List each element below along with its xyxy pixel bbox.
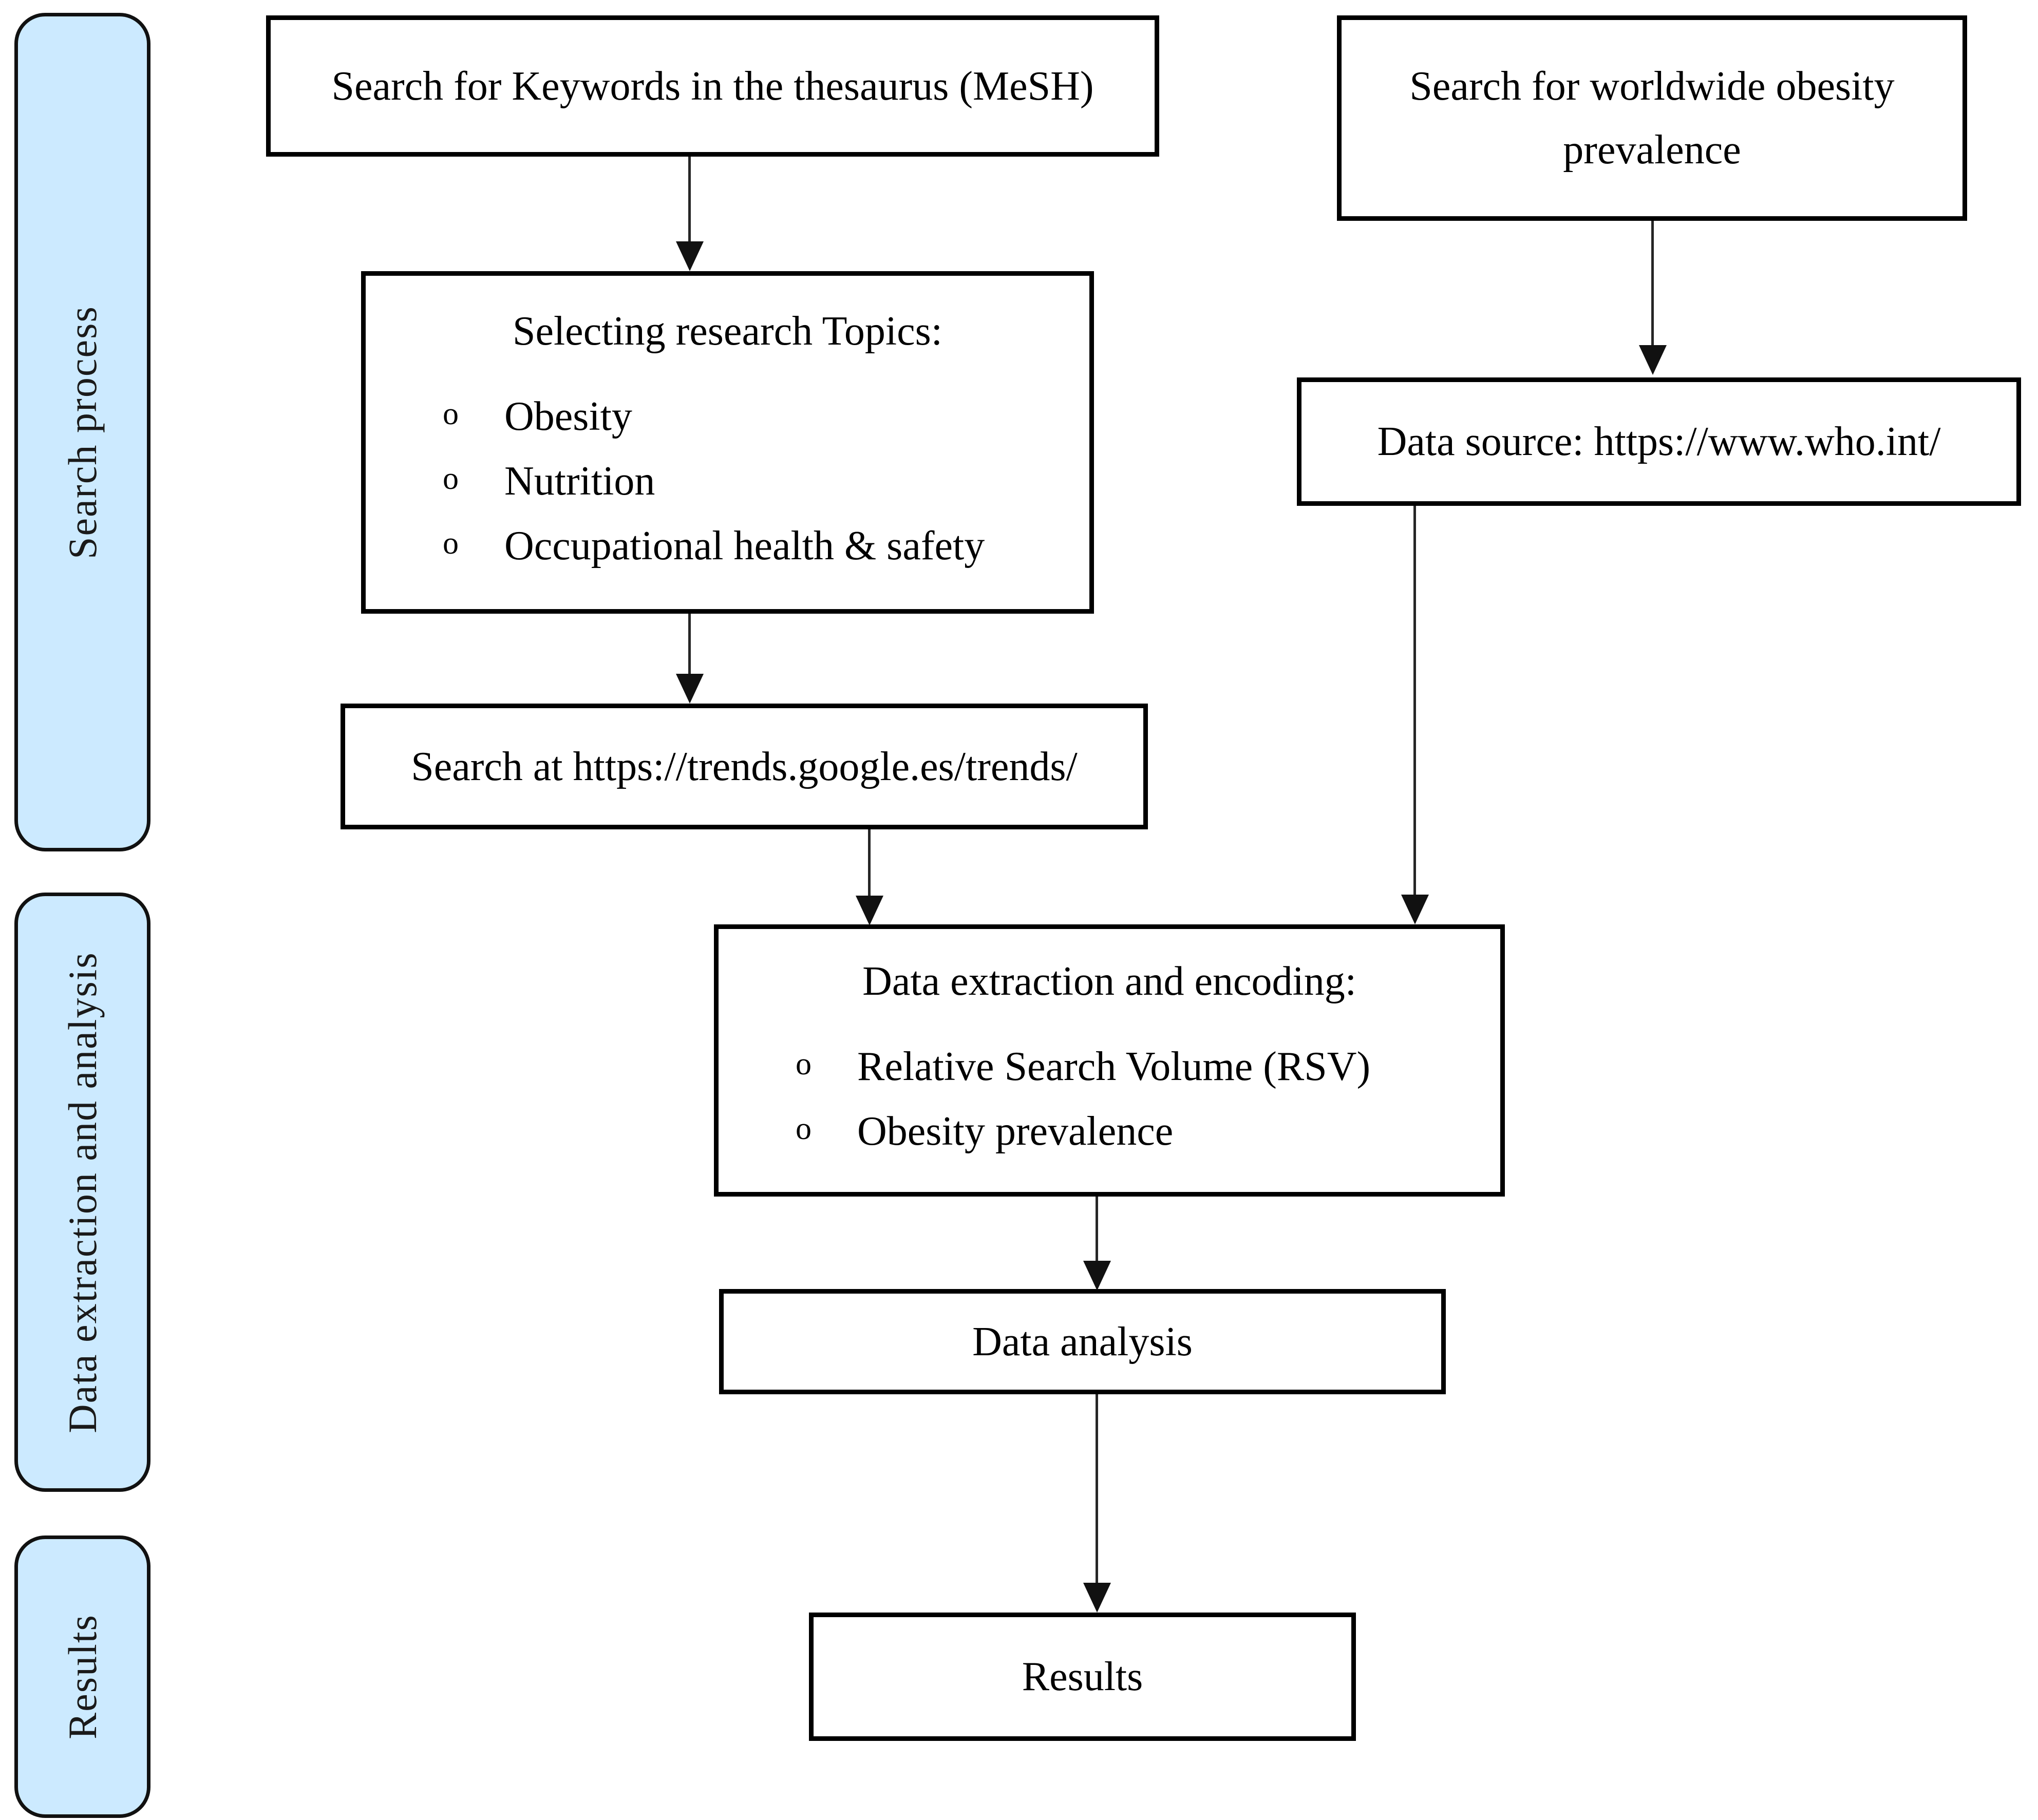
phase-pill-label: Results (60, 1614, 105, 1739)
arrowhead-icon (856, 896, 883, 925)
node-google-trends-search-title: Search at https://trends.google.es/trend… (411, 744, 1078, 789)
phase-pill-label: Data extraction and analysis (60, 951, 105, 1433)
edge-trends-to-extraction (868, 829, 871, 897)
phase-pill-label: Search process (60, 305, 105, 559)
node-results[interactable]: Results (809, 1613, 1356, 1741)
edge-analysis-to-results (1096, 1394, 1098, 1584)
list-item-label: Obesity (504, 393, 632, 439)
arrowhead-icon (1639, 345, 1667, 375)
node-research-topics-title: Selecting research Topics: (512, 308, 943, 354)
node-worldwide-obesity-search[interactable]: Search for worldwide obesity prevalence (1337, 15, 1967, 221)
circle-bullet-icon: o (443, 525, 459, 561)
edge-topics-to-trends (688, 614, 691, 675)
arrowhead-icon (1083, 1583, 1111, 1613)
circle-bullet-icon: o (443, 396, 459, 431)
research-topics-list: o Obesity o Nutrition o Occupational hea… (366, 376, 1089, 586)
edge-obesity-to-who (1651, 221, 1654, 347)
node-mesh-search-title: Search for Keywords in the thesaurus (Me… (331, 63, 1094, 109)
data-extraction-list: o Relative Search Volume (RSV) o Obesity… (719, 1027, 1500, 1171)
node-who-data-source-title: Data source: https://www.who.int/ (1377, 419, 1941, 464)
node-worldwide-obesity-search-title: Search for worldwide obesity prevalence (1409, 64, 1895, 173)
edge-who-to-extraction (1413, 506, 1416, 896)
node-mesh-search[interactable]: Search for Keywords in the thesaurus (Me… (266, 15, 1159, 157)
arrowhead-icon (1083, 1261, 1111, 1291)
list-item-label: Nutrition (504, 458, 655, 504)
edge-extraction-to-analysis (1096, 1197, 1098, 1263)
node-data-extraction[interactable]: Data extraction and encoding: o Relative… (714, 924, 1505, 1197)
list-item: o Obesity (443, 392, 1089, 441)
node-google-trends-search[interactable]: Search at https://trends.google.es/trend… (341, 704, 1148, 829)
arrowhead-icon (1401, 895, 1429, 924)
node-results-title: Results (1022, 1654, 1143, 1699)
node-data-analysis[interactable]: Data analysis (719, 1289, 1446, 1394)
circle-bullet-icon: o (443, 461, 459, 496)
node-research-topics[interactable]: Selecting research Topics: o Obesity o N… (361, 271, 1094, 614)
list-item-label: Obesity prevalence (857, 1109, 1174, 1154)
phase-pill-data-extraction-and-analysis[interactable]: Data extraction and analysis (14, 893, 150, 1492)
edge-mesh-to-topics (688, 157, 691, 244)
list-item: o Occupational health & safety (443, 521, 1089, 571)
circle-bullet-icon: o (796, 1111, 812, 1146)
list-item: o Relative Search Volume (RSV) (796, 1042, 1500, 1091)
list-item: o Obesity prevalence (796, 1107, 1500, 1156)
list-item-label: Occupational health & safety (504, 523, 985, 568)
node-data-analysis-title: Data analysis (972, 1319, 1193, 1364)
arrowhead-icon (676, 241, 704, 271)
phase-pill-search-process[interactable]: Search process (14, 13, 150, 851)
circle-bullet-icon: o (796, 1047, 812, 1082)
arrowhead-icon (676, 674, 704, 704)
list-item: o Nutrition (443, 457, 1089, 506)
phase-pill-results[interactable]: Results (14, 1535, 150, 1818)
list-item-label: Relative Search Volume (RSV) (857, 1044, 1371, 1089)
node-who-data-source[interactable]: Data source: https://www.who.int/ (1297, 377, 2021, 506)
node-data-extraction-title: Data extraction and encoding: (862, 959, 1356, 1004)
